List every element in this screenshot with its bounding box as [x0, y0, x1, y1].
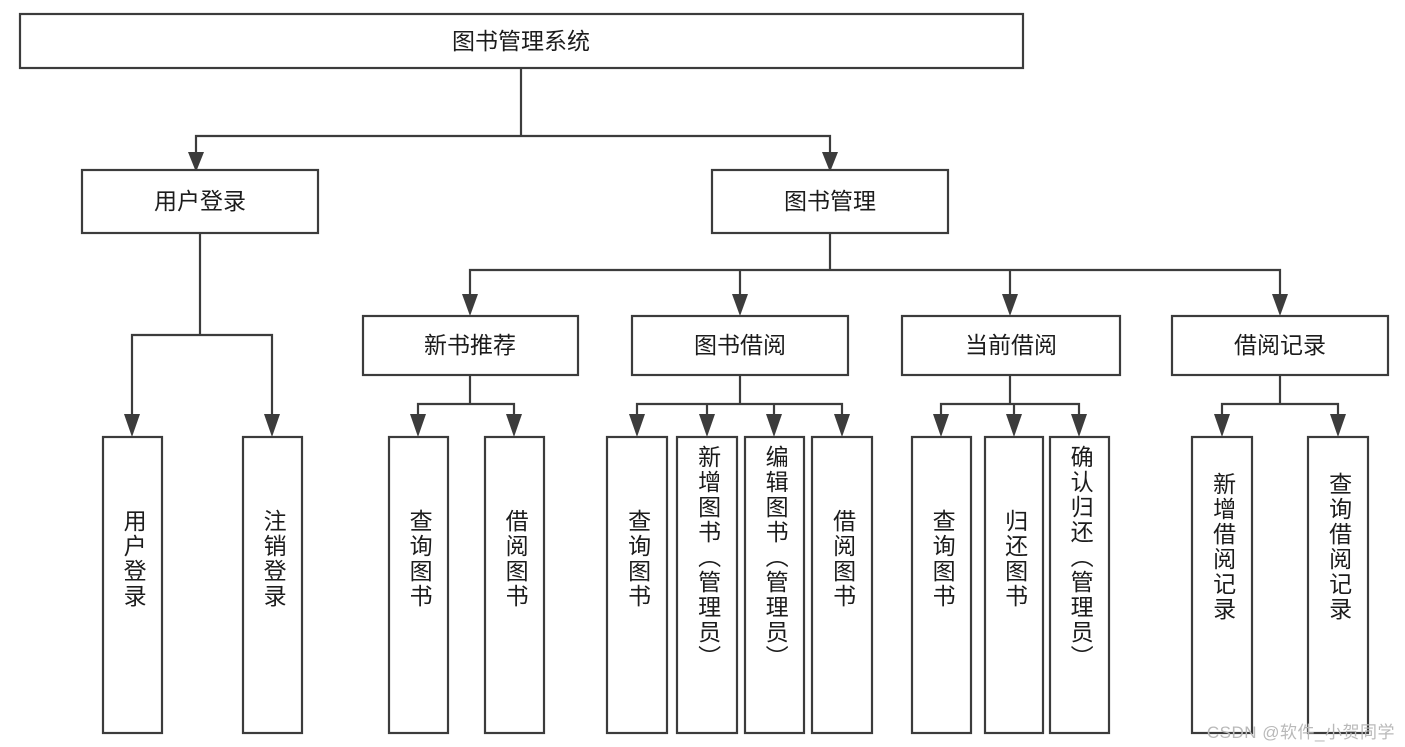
- node-new-book-recommend-box[interactable]: [361, 314, 580, 377]
- node-new-book-recommend-label: 新书推荐: [424, 332, 516, 358]
- leaf-box-query-record[interactable]: [1306, 435, 1370, 735]
- connectors-booklogin-to-leaves: [124, 231, 280, 437]
- node-current-borrow-label: 当前借阅: [965, 332, 1057, 358]
- arrow-head-leaf-7: [766, 414, 782, 437]
- arrow-head-leaf-10: [1006, 414, 1022, 437]
- arrow-head-leaf-13: [1330, 414, 1346, 437]
- node-book-borrow-box[interactable]: [630, 314, 850, 377]
- node-borrow-record-label: 借阅记录: [1234, 332, 1326, 358]
- node-borrow-record[interactable]: 借阅记录: [1170, 314, 1390, 377]
- leaf-box-edit-book[interactable]: [743, 435, 806, 735]
- leaf-box-add-book[interactable]: [675, 435, 739, 735]
- arrow-head-leaf-6: [699, 414, 715, 437]
- watermark-text: CSDN @软件_小贺同学: [1206, 723, 1395, 742]
- arrow-head-book-manage: [822, 152, 838, 172]
- leaf-box-logout[interactable]: [241, 435, 304, 735]
- arrow-head-leaf-4: [506, 414, 522, 437]
- connectors-newbookrec-to-leaves: [410, 373, 522, 437]
- leaf-box-add-record[interactable]: [1190, 435, 1254, 735]
- arrow-head-leaf-8: [834, 414, 850, 437]
- connectors-bookmanage-to-level3: [462, 231, 1288, 316]
- node-current-borrow-box[interactable]: [900, 314, 1122, 377]
- node-user-login[interactable]: 用户登录: [80, 168, 320, 235]
- node-borrow-record-box[interactable]: [1170, 314, 1390, 377]
- arrow-head-leaf-9: [933, 414, 949, 437]
- node-root-label: 图书管理系统: [452, 28, 590, 54]
- arrow-head-leaf-12: [1214, 414, 1230, 437]
- leaf-box-borrow-book[interactable]: [810, 435, 874, 735]
- node-book-manage-box[interactable]: [710, 168, 950, 235]
- node-user-login-box[interactable]: [80, 168, 320, 235]
- arrow-head-leaf-5: [629, 414, 645, 437]
- node-new-book-recommend[interactable]: 新书推荐: [361, 314, 580, 377]
- arrow-head-current-borrow: [1002, 294, 1018, 316]
- node-current-borrow[interactable]: 当前借阅: [900, 314, 1122, 377]
- node-root-box[interactable]: [18, 12, 1025, 70]
- leaf-box-query-book-cur[interactable]: [910, 435, 973, 735]
- arrow-head-leaf-11: [1071, 414, 1087, 437]
- node-user-login-label: 用户登录: [154, 188, 246, 214]
- connectors-currentborrow-to-leaves: [933, 373, 1087, 437]
- node-root[interactable]: 图书管理系统: [18, 12, 1025, 70]
- leaf-box-return-book[interactable]: [983, 435, 1045, 735]
- arrow-head-user-login: [188, 152, 204, 172]
- leaf-box-query-book-borrow[interactable]: [605, 435, 669, 735]
- node-book-manage-label: 图书管理: [784, 188, 876, 214]
- connectors-bookborrow-to-leaves: [629, 373, 850, 437]
- arrow-head-new-book-rec: [462, 294, 478, 316]
- arrow-head-leaf-1: [124, 414, 140, 437]
- arrow-head-leaf-2: [264, 414, 280, 437]
- leaf-box-confirm-return[interactable]: [1048, 435, 1111, 735]
- connectors-borrowrecord-to-leaves: [1214, 373, 1346, 437]
- node-book-manage[interactable]: 图书管理: [710, 168, 950, 235]
- leaf-box-user-login[interactable]: [101, 435, 164, 735]
- leaf-box-query-book-rec[interactable]: [387, 435, 450, 735]
- node-book-borrow[interactable]: 图书借阅: [630, 314, 850, 377]
- arrow-head-borrow-record: [1272, 294, 1288, 316]
- leaf-boxes: [101, 435, 1370, 735]
- arrow-head-leaf-3: [410, 414, 426, 437]
- node-book-borrow-label: 图书借阅: [694, 332, 786, 358]
- connectors-root-to-level2: [188, 66, 838, 172]
- leaf-box-borrow-book-rec[interactable]: [483, 435, 546, 735]
- arrow-head-book-borrow: [732, 294, 748, 316]
